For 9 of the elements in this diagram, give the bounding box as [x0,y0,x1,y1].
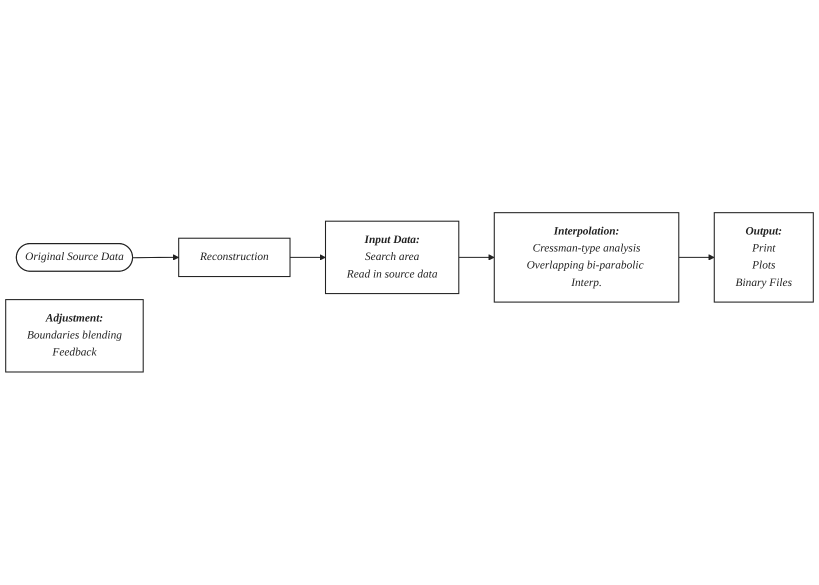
arrow [290,254,326,261]
node-box: Reconstruction [178,238,291,278]
node-box: Interpolation: Cressman-type analysis Overlapping bi-parabolic Interp. [494,212,680,303]
node-box: Output: Print Plots Binary Files [714,212,814,303]
arrow [458,254,495,261]
node-box: Input Data: Search area Read in source data [324,220,460,294]
arrow [132,254,179,261]
node-box: Adjustment: Boundaries blending Feedback [5,299,144,373]
arrow [678,254,715,261]
